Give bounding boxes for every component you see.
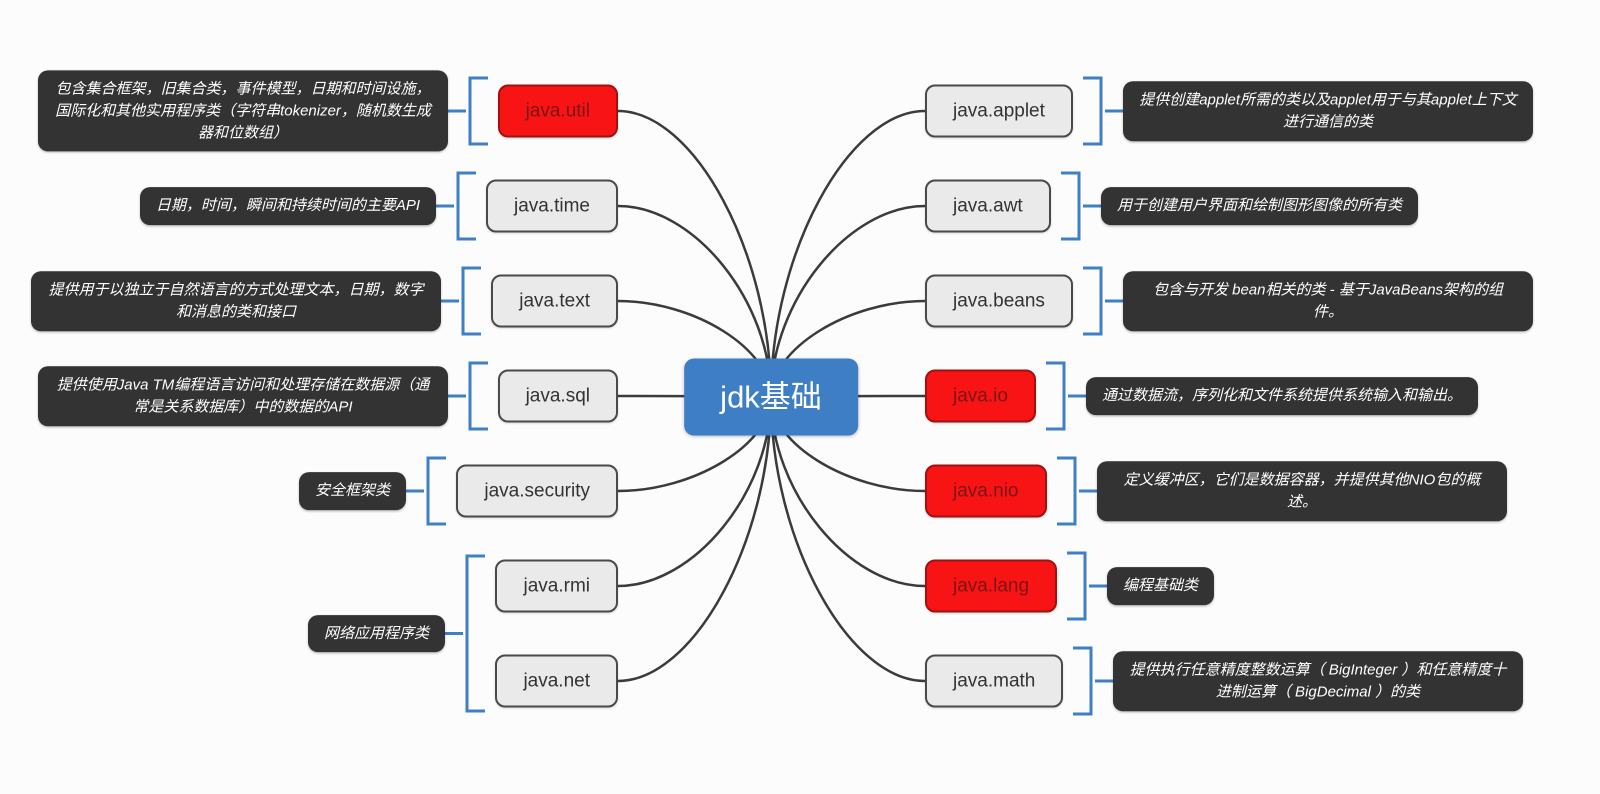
central-topic-jdk-basics[interactable]: jdk基础 [684, 358, 858, 436]
callout-note[interactable]: 包含与开发 bean相关的类 - 基于JavaBeans架构的组件。 [1123, 271, 1533, 331]
callout-note[interactable]: 提供使用Java TM编程语言访问和处理存储在数据源（通常是关系数据库）中的数据… [38, 366, 448, 426]
topic-java.time[interactable]: java.time [485, 179, 618, 233]
callout-note[interactable]: 提供创建applet所需的类以及applet用于与其applet上下文进行通信的… [1123, 81, 1533, 141]
topic-java.nio[interactable]: java.nio [925, 464, 1047, 518]
callout-note[interactable]: 包含集合框架，旧集合类，事件模型，日期和时间设施，国际化和其他实用程序类（字符串… [38, 70, 448, 152]
topic-java.util[interactable]: java.util [497, 84, 618, 138]
topic-java.io[interactable]: java.io [925, 369, 1036, 423]
topic-java.sql[interactable]: java.sql [497, 369, 618, 423]
topic-java.security[interactable]: java.security [456, 464, 618, 518]
callout-note[interactable]: 安全框架类 [298, 472, 406, 510]
topic-java.math[interactable]: java.math [925, 654, 1064, 708]
callout-note[interactable]: 编程基础类 [1107, 567, 1215, 605]
callout-note[interactable]: 定义缓冲区，它们是数据容器，并提供其他NIO包的概述。 [1097, 461, 1507, 521]
topic-java.net[interactable]: java.net [495, 654, 618, 708]
callout-note[interactable]: 网络应用程序类 [307, 614, 445, 653]
callout-note[interactable]: 日期，时间，瞬间和持续时间的主要API [139, 187, 436, 225]
topic-java.awt[interactable]: java.awt [925, 179, 1051, 233]
callout-note[interactable]: 通过数据流，序列化和文件系统提供系统输入和输出。 [1086, 377, 1479, 415]
topic-java.lang[interactable]: java.lang [925, 559, 1058, 613]
callout-note[interactable]: 提供用于以独立于自然语言的方式处理文本，日期，数字和消息的类和接口 [31, 271, 441, 331]
topic-java.beans[interactable]: java.beans [925, 274, 1073, 328]
topic-java.rmi[interactable]: java.rmi [495, 559, 618, 613]
callout-note[interactable]: 提供执行任意精度整数运算（ BigInteger ）和任意精度十进制运算（ Bi… [1113, 651, 1523, 711]
topic-java.text[interactable]: java.text [491, 274, 618, 328]
callout-note[interactable]: 用于创建用户界面和绘制图形图像的所有类 [1101, 187, 1419, 225]
topic-java.applet[interactable]: java.applet [925, 84, 1073, 138]
